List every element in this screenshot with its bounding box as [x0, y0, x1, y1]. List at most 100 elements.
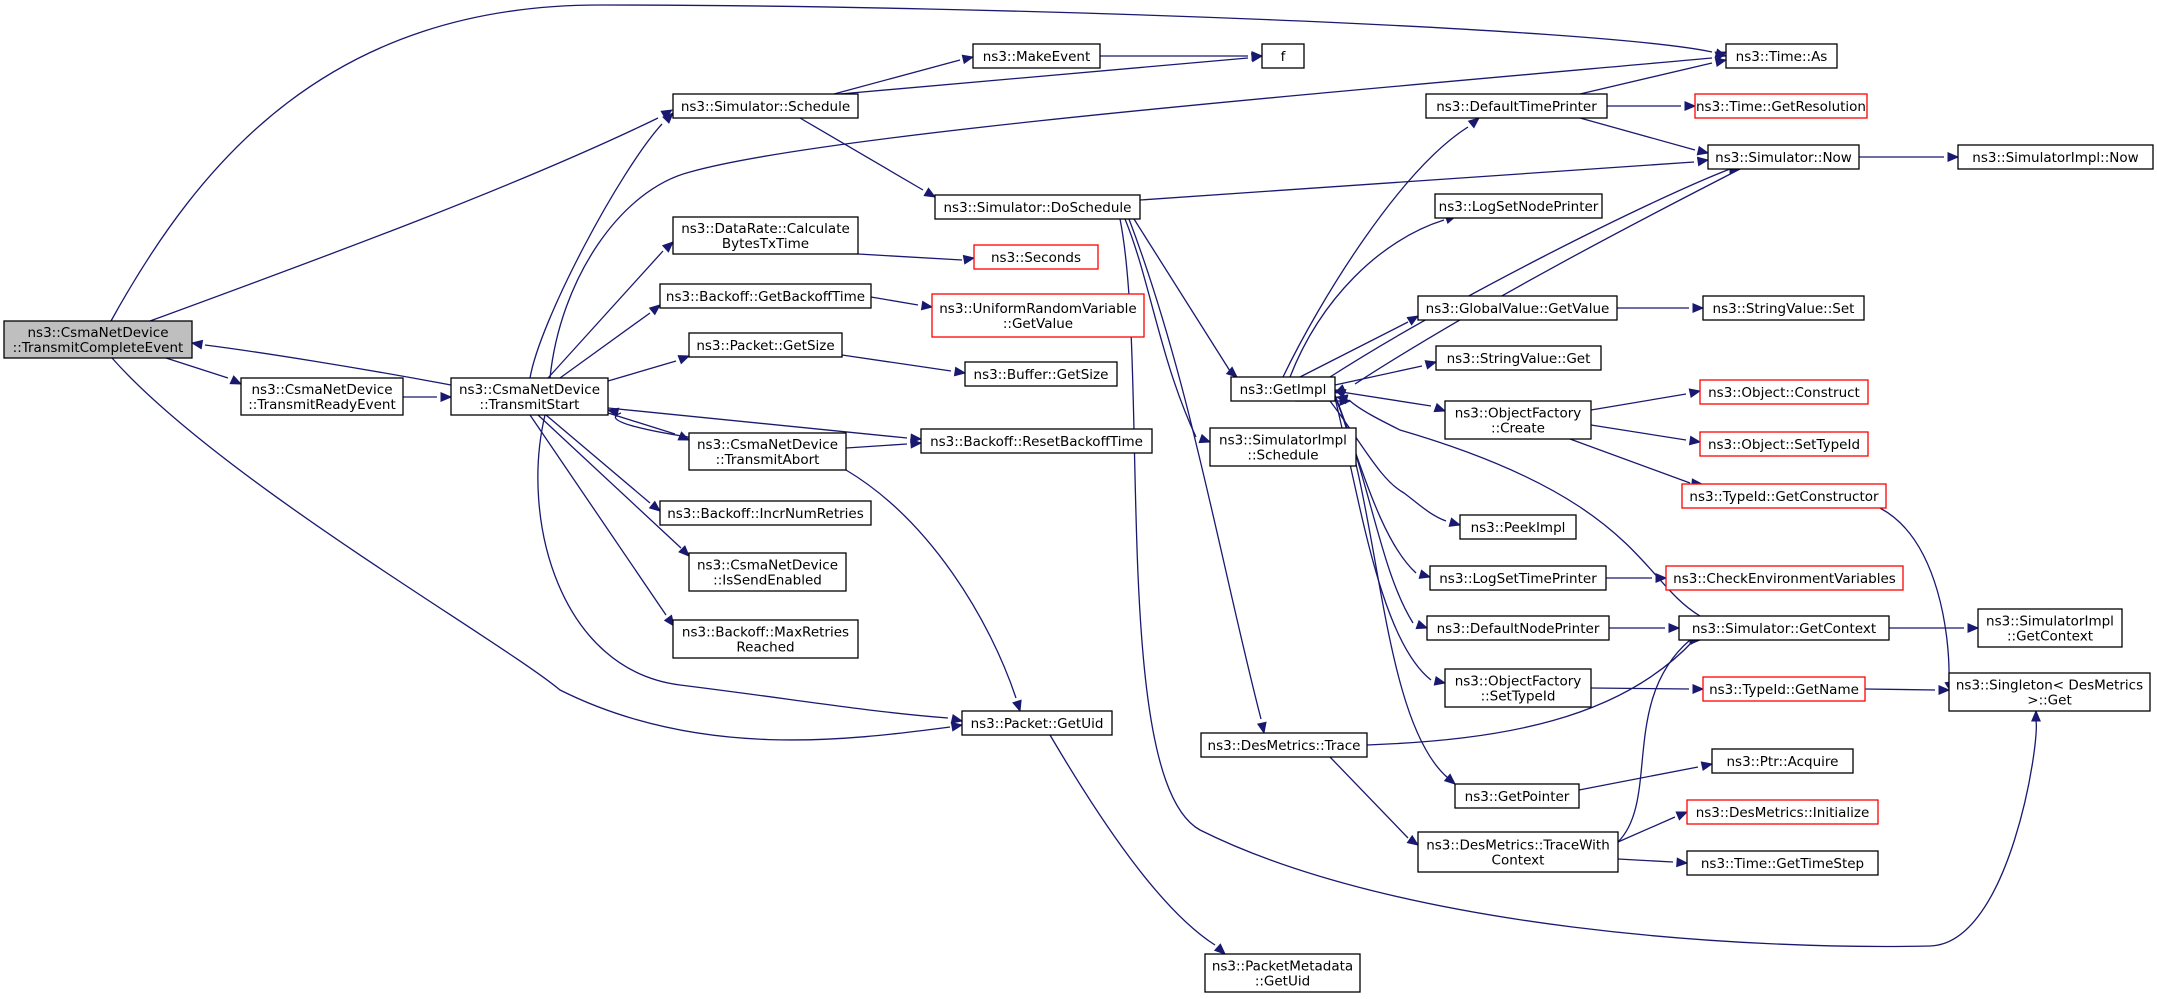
node-gvget-value[interactable]: ns3::GlobalValue::GetValue: [1417, 295, 1618, 321]
node-box[interactable]: [659, 500, 872, 526]
node-svget[interactable]: ns3::StringValue::Get: [1435, 345, 1602, 371]
node-make-event[interactable]: ns3::MakeEvent: [972, 43, 1101, 69]
node-incr-num-retries[interactable]: ns3::Backoff::IncrNumRetries: [659, 500, 872, 526]
node-get-name[interactable]: ns3::TypeId::GetName: [1702, 676, 1866, 702]
node-get-time-step[interactable]: ns3::Time::GetTimeStep: [1686, 850, 1879, 876]
node-box[interactable]: [1725, 43, 1838, 69]
node-is-send-enabled[interactable]: ns3::CsmaNetDevice::IsSendEnabled: [688, 552, 847, 592]
node-box[interactable]: [1694, 93, 1868, 119]
node-sim-impl-get-context[interactable]: ns3::SimulatorImpl::GetContext: [1977, 608, 2123, 648]
node-sim-impl-now[interactable]: ns3::SimulatorImpl::Now: [1957, 144, 2154, 170]
node-box[interactable]: [1957, 144, 2154, 170]
node-box[interactable]: [1686, 850, 1879, 876]
node-box[interactable]: [1444, 400, 1592, 440]
node-box[interactable]: [1454, 783, 1580, 809]
node-box[interactable]: [1702, 676, 1866, 702]
node-urvget-value[interactable]: ns3::UniformRandomVariable::GetValue: [931, 293, 1145, 338]
node-packet-get-uid[interactable]: ns3::Packet::GetUid: [961, 710, 1113, 736]
node-box[interactable]: [672, 619, 859, 659]
node-get-backoff-time[interactable]: ns3::Backoff::GetBackoffTime: [659, 283, 872, 309]
node-box[interactable]: [1686, 799, 1879, 825]
node-box[interactable]: [972, 43, 1101, 69]
node-do-schedule[interactable]: ns3::Simulator::DoSchedule: [934, 194, 1141, 220]
node-box[interactable]: [1678, 615, 1890, 641]
node-packet-get-size[interactable]: ns3::Packet::GetSize: [688, 332, 843, 358]
node-svset[interactable]: ns3::StringValue::Set: [1702, 295, 1865, 321]
node-box[interactable]: [1977, 608, 2123, 648]
node-sim-impl-schedule[interactable]: ns3::SimulatorImpl::Schedule: [1209, 427, 1357, 467]
node-transmit-abort[interactable]: ns3::CsmaNetDevice::TransmitAbort: [688, 432, 847, 471]
node-sim-now[interactable]: ns3::Simulator::Now: [1707, 144, 1860, 170]
node-box[interactable]: [3, 320, 193, 359]
node-box[interactable]: [672, 93, 859, 119]
node-schedule[interactable]: ns3::Simulator::Schedule: [672, 93, 859, 119]
node-box[interactable]: [1204, 953, 1361, 993]
node-root[interactable]: ns3::CsmaNetDevice::TransmitCompleteEven…: [3, 320, 193, 359]
node-box[interactable]: [1681, 483, 1887, 509]
node-box[interactable]: [240, 377, 404, 416]
node-box[interactable]: [1426, 615, 1610, 641]
node-box[interactable]: [1699, 379, 1869, 405]
node-pmget-uid[interactable]: ns3::PacketMetadata::GetUid: [1204, 953, 1361, 993]
node-reset-backoff-time[interactable]: ns3::Backoff::ResetBackoffTime: [920, 428, 1153, 454]
node-box[interactable]: [1425, 93, 1608, 119]
node-get-resolution[interactable]: ns3::Time::GetResolution: [1694, 93, 1868, 119]
node-box[interactable]: [964, 361, 1118, 387]
node-box[interactable]: [1948, 672, 2151, 712]
node-box[interactable]: [931, 293, 1145, 338]
node-check-env[interactable]: ns3::CheckEnvironmentVariables: [1665, 565, 1904, 591]
node-box[interactable]: [1261, 43, 1305, 69]
node-box[interactable]: [1665, 565, 1904, 591]
node-box[interactable]: [1417, 831, 1619, 873]
node-default-time-printer[interactable]: ns3::DefaultTimePrinter: [1425, 93, 1608, 119]
node-obj-set-type-id[interactable]: ns3::Object::SetTypeId: [1699, 431, 1869, 457]
node-box[interactable]: [1209, 427, 1357, 467]
node-box[interactable]: [1444, 668, 1592, 708]
node-box[interactable]: [1699, 431, 1869, 457]
node-peek-impl[interactable]: ns3::PeekImpl: [1459, 514, 1577, 540]
node-box[interactable]: [1459, 514, 1577, 540]
node-box[interactable]: [1429, 565, 1607, 591]
node-box[interactable]: [1434, 193, 1603, 219]
node-f[interactable]: f: [1261, 43, 1305, 69]
node-log-set-time-printer[interactable]: ns3::LogSetTimePrinter: [1429, 565, 1607, 591]
node-box[interactable]: [920, 428, 1153, 454]
node-box[interactable]: [450, 377, 609, 416]
node-get-impl[interactable]: ns3::GetImpl: [1230, 376, 1336, 402]
node-des-trace[interactable]: ns3::DesMetrics::Trace: [1200, 732, 1368, 758]
node-seconds[interactable]: ns3::Seconds: [973, 244, 1099, 270]
node-box[interactable]: [1702, 295, 1865, 321]
node-get-constructor[interactable]: ns3::TypeId::GetConstructor: [1681, 483, 1887, 509]
node-box[interactable]: [934, 194, 1141, 220]
node-box[interactable]: [1417, 295, 1618, 321]
node-box[interactable]: [659, 283, 872, 309]
node-get-pointer[interactable]: ns3::GetPointer: [1454, 783, 1580, 809]
node-obj-construct[interactable]: ns3::Object::Construct: [1699, 379, 1869, 405]
node-box[interactable]: [688, 332, 843, 358]
node-box[interactable]: [1230, 376, 1336, 402]
node-transmit-ready-event[interactable]: ns3::CsmaNetDevice::TransmitReadyEvent: [240, 377, 404, 416]
node-transmit-start[interactable]: ns3::CsmaNetDevice::TransmitStart: [450, 377, 609, 416]
node-box[interactable]: [1711, 748, 1854, 774]
node-ofcreate[interactable]: ns3::ObjectFactory::Create: [1444, 400, 1592, 440]
node-box[interactable]: [688, 552, 847, 592]
node-box[interactable]: [672, 216, 859, 255]
node-get-context[interactable]: ns3::Simulator::GetContext: [1678, 615, 1890, 641]
node-time-as[interactable]: ns3::Time::As: [1725, 43, 1838, 69]
node-log-set-node-printer[interactable]: ns3::LogSetNodePrinter: [1434, 193, 1603, 219]
node-box[interactable]: [1200, 732, 1368, 758]
node-ofset-type-id[interactable]: ns3::ObjectFactory::SetTypeId: [1444, 668, 1592, 708]
node-box[interactable]: [973, 244, 1099, 270]
node-box[interactable]: [688, 432, 847, 471]
node-box[interactable]: [1707, 144, 1860, 170]
node-buffer-get-size[interactable]: ns3::Buffer::GetSize: [964, 361, 1118, 387]
node-box[interactable]: [1435, 345, 1602, 371]
node-des-init[interactable]: ns3::DesMetrics::Initialize: [1686, 799, 1879, 825]
node-default-node-printer[interactable]: ns3::DefaultNodePrinter: [1426, 615, 1610, 641]
node-ptr-acquire[interactable]: ns3::Ptr::Acquire: [1711, 748, 1854, 774]
node-singleton-get[interactable]: ns3::Singleton< DesMetrics >::Get: [1948, 672, 2151, 712]
node-box[interactable]: [961, 710, 1113, 736]
